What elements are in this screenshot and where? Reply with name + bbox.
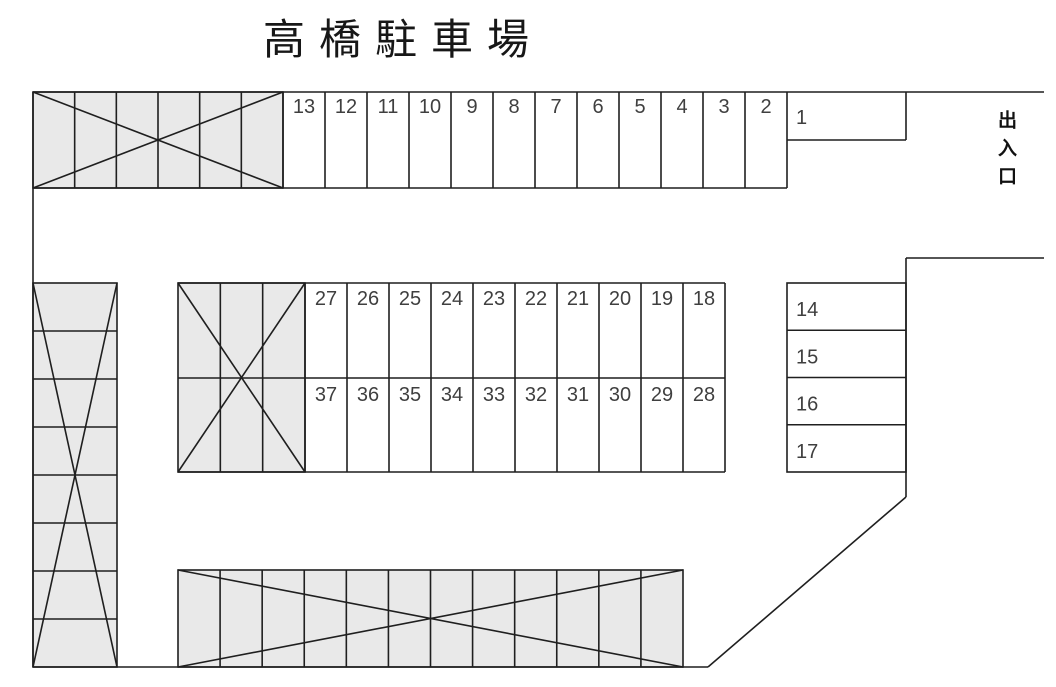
- parking-space-6-label: 6: [592, 96, 603, 118]
- parking-space-33-label: 33: [483, 384, 505, 406]
- left-column-block-cross-line: [32, 282, 118, 668]
- entrance-exit-label: 出入口: [995, 110, 1016, 194]
- parking-space-35-label: 35: [399, 384, 421, 406]
- parking-space-28-label: 28: [693, 384, 715, 406]
- parking-space-21-label: 21: [567, 288, 589, 310]
- parking-space-34-label: 34: [441, 384, 463, 406]
- parking-space-30-label: 30: [609, 384, 631, 406]
- parking-space-5-label: 5: [634, 96, 645, 118]
- bottom-strip-block-cross-line: [177, 569, 684, 668]
- parking-space-3-label: 3: [718, 96, 729, 118]
- parking-space-16-label: 16: [796, 394, 818, 416]
- parking-space-8-label: 8: [508, 96, 519, 118]
- parking-space-17-label: 17: [796, 441, 818, 463]
- top-left-block-cross-line: [32, 91, 284, 189]
- parking-space-13-label: 13: [293, 96, 315, 118]
- parking-space-26-label: 26: [357, 288, 379, 310]
- parking-space-7-label: 7: [550, 96, 561, 118]
- parking-space-19-label: 19: [651, 288, 673, 310]
- parking-space-32-label: 32: [525, 384, 547, 406]
- exit-diagonal-line: [707, 496, 907, 668]
- parking-space-37-label: 37: [315, 384, 337, 406]
- parking-space-22-label: 22: [525, 288, 547, 310]
- parking-space-2-label: 2: [760, 96, 771, 118]
- parking-space-24-label: 24: [441, 288, 463, 310]
- parking-space-9-label: 9: [466, 96, 477, 118]
- parking-space-31-label: 31: [567, 384, 589, 406]
- parking-space-15-label: 15: [796, 346, 818, 368]
- parking-space-18-label: 18: [693, 288, 715, 310]
- parking-space-1-label: 1: [796, 107, 807, 129]
- parking-space-36-label: 36: [357, 384, 379, 406]
- parking-space-11-label: 11: [378, 96, 399, 118]
- page-title: 高橋駐車場: [262, 16, 543, 63]
- parking-space-20-label: 20: [609, 288, 631, 310]
- parking-space-23-label: 23: [483, 288, 505, 310]
- parking-space-12-label: 12: [335, 96, 357, 118]
- parking-space-14-label: 14: [796, 299, 818, 321]
- parking-space-10-label: 10: [419, 96, 441, 118]
- parking-space-29-label: 29: [651, 384, 673, 406]
- parking-space-27-label: 27: [315, 288, 337, 310]
- parking-space-4-label: 4: [676, 96, 687, 118]
- parking-space-25-label: 25: [399, 288, 421, 310]
